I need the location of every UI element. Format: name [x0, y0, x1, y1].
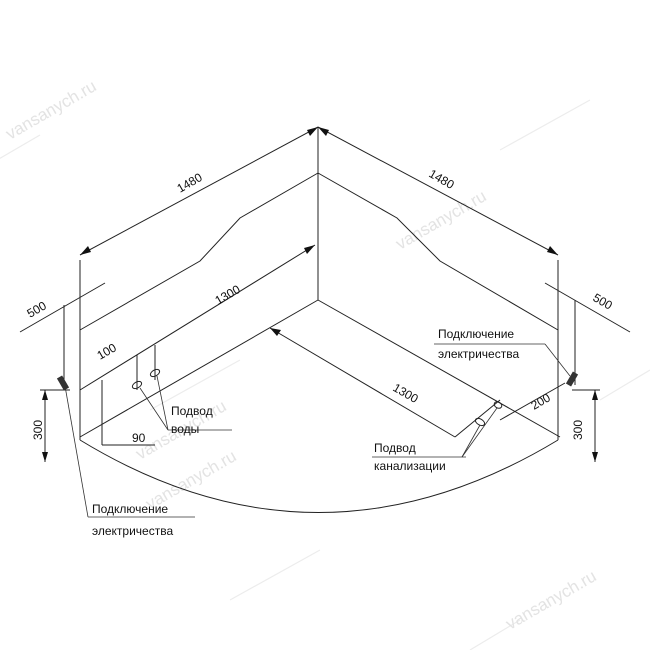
bathtub-outline: [79, 127, 561, 513]
elec-connector-left-icon: [56, 375, 70, 391]
dim-outer-right: 1480: [427, 166, 457, 192]
dim-outer-left: 1480: [175, 170, 205, 196]
dimension-elec-height: [40, 389, 600, 462]
dim-height-right: 500: [591, 290, 616, 312]
watermark-lines: [0, 99, 650, 651]
dimension-water-side: [101, 380, 155, 446]
drain-dim-line: [499, 382, 566, 421]
drain-icon: [454, 399, 503, 438]
water-leader: [139, 375, 232, 431]
elec-right-label-2: электричества: [438, 347, 519, 361]
elec-right-leader: [434, 343, 571, 377]
elec-connector-right-icon: [565, 371, 579, 387]
water-inlet-icon: [131, 345, 161, 390]
water-label-2: воды: [171, 422, 199, 436]
elec-right-label-1: Подключение: [438, 327, 514, 341]
dimension-outer: [79, 126, 559, 256]
dimension-inner: [79, 244, 456, 438]
drain-label-2: канализации: [374, 459, 446, 473]
drain-leader: [372, 407, 498, 458]
watermark-text: vansanych.ru: [3, 76, 100, 143]
dim-elec-height-right: 300: [571, 420, 585, 440]
dim-elec-height-left: 300: [31, 420, 45, 440]
drain-label-1: Подвод: [374, 441, 416, 455]
dimension-height: [19, 282, 631, 385]
watermark-text: vansanych.ru: [393, 186, 490, 253]
elec-left-label-1: Подключение: [92, 502, 168, 516]
dim-water-side: 90: [132, 431, 146, 445]
elec-left-leader: [64, 385, 195, 518]
elec-left-label-2: электричества: [92, 524, 173, 538]
water-label-1: Подвод: [171, 404, 213, 418]
dim-inner-left: 1300: [213, 282, 243, 308]
watermark-text: vansanych.ru: [503, 566, 600, 633]
dim-water-offset: 100: [95, 340, 120, 362]
